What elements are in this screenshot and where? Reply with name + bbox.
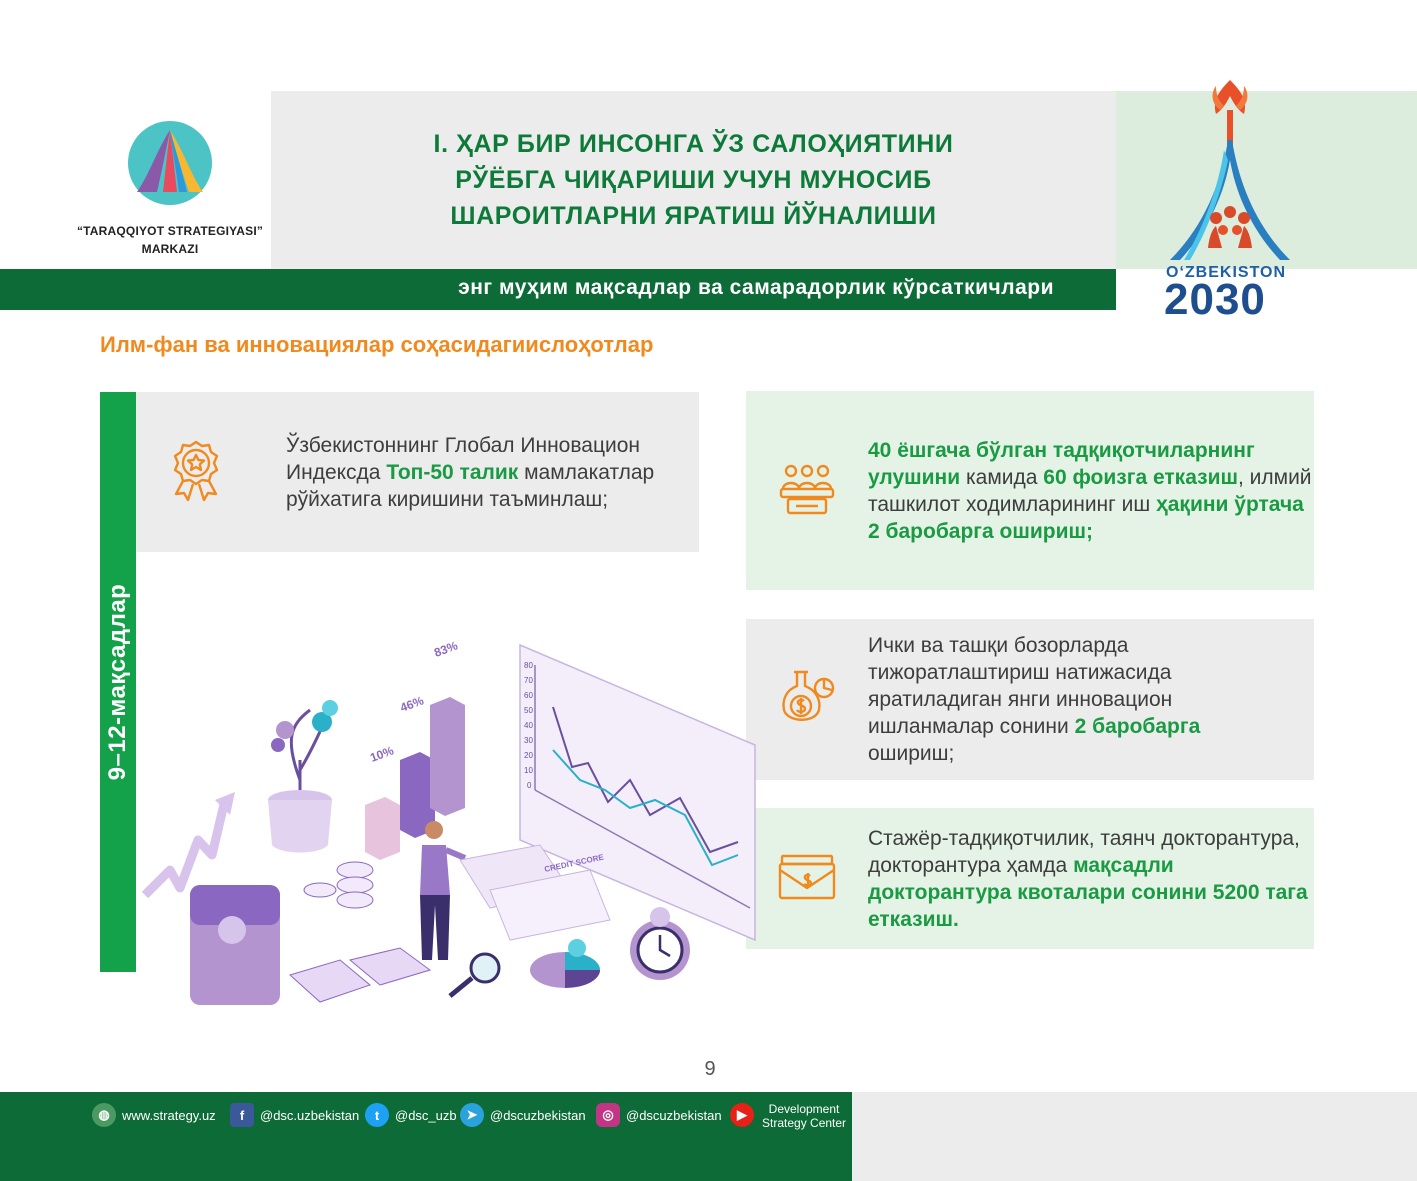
facebook-icon: f [230, 1103, 254, 1127]
footer-telegram[interactable]: ➤ @dscuzbekistan [460, 1103, 586, 1127]
title-panel: I. ҲАР БИР ИНСОНГА ЎЗ САЛОҲИЯТИНИ РЎЁБГА… [271, 91, 1116, 269]
goal-1-highlight: Топ-50 талик [386, 460, 519, 484]
magnifier-icon [448, 952, 501, 998]
goal-card-2: 40 ёшгача бўлган тадқиқотчиларнинг улуши… [746, 391, 1314, 590]
isometric-illustration: 80 70 60 50 40 30 20 10 0 10% 46% 83% [140, 630, 770, 1020]
bar-label-10: 10% [368, 743, 396, 764]
website-text: www.strategy.uz [122, 1107, 216, 1123]
growth-arrow [141, 798, 230, 899]
researchers-icon [778, 461, 836, 521]
goal-2-highlight2: 60 фоизга етказиш [1043, 465, 1238, 489]
businessman [420, 821, 467, 960]
goal-card-3: Ички ва ташқи бозорларда тижоратлаштириш… [746, 619, 1314, 780]
subtitle-bar: энг муҳим мақсадлар ва самарадорлик кўрс… [0, 269, 1116, 310]
strategy-center-logo-icon [128, 121, 212, 205]
pie-chart-icon [530, 939, 600, 988]
org-name-line2: MARKAZI [141, 242, 199, 256]
footer-twitter[interactable]: t @dsc_uzb [365, 1103, 457, 1127]
goals-label: 9–12-мақсадлар [104, 583, 131, 781]
page-title: I. ҲАР БИР ИНСОНГА ЎЗ САЛОҲИЯТИНИ РЎЁБГА… [434, 126, 954, 234]
goal-3-highlight: 2 баробарга [1074, 715, 1201, 738]
money-flask-icon [778, 668, 836, 732]
bar-label-46: 46% [398, 693, 426, 714]
goal-3-text-part1: Ички ва ташқи бозорларда тижоратлаштириш… [868, 634, 1173, 738]
telegram-icon: ➤ [460, 1103, 484, 1127]
goal-card-1: Ўзбекистоннинг Глобал Инновацион Индексд… [136, 392, 699, 552]
goal-3-text: Ички ва ташқи бозорларда тижоратлаштириш… [868, 632, 1288, 767]
calculator [289, 959, 372, 1003]
goal-4-highlight: мақсадли докторантура квоталари сонини 5… [868, 853, 1308, 931]
telegram-text: @dscuzbekistan [490, 1107, 586, 1123]
goal-4-text-part1: Стажёр-тадқиқотчилик, таянч докторантура… [868, 826, 1300, 877]
goal-2-text-part2: , илмий ташкилот ходимларининг иш [868, 465, 1312, 516]
title-line1: I. ҲАР БИР ИНСОНГА ЎЗ САЛОҲИЯТИНИ [433, 130, 954, 158]
goal-4-text: Стажёр-тадқиқотчилик, таянч докторантура… [868, 825, 1314, 933]
footer-right-panel [852, 1092, 1417, 1181]
footer-website[interactable]: ◍ www.strategy.uz [92, 1103, 216, 1127]
y-tick-70: 70 [524, 676, 533, 685]
goals-label-bar: 9–12-мақсадлар [100, 392, 136, 972]
goal-1-text-part2: мамлакатлар рўйхатига киришини таъминлаш… [286, 460, 655, 511]
twitter-icon: t [365, 1103, 389, 1127]
goal-2-text-part1: камида [960, 465, 1044, 489]
y-tick-40: 40 [524, 721, 533, 730]
title-line2: РЎЁБГА ЧИҚАРИШИ УЧУН МУНОСИБ [455, 166, 932, 194]
award-badge-icon [166, 438, 226, 506]
subtitle: энг муҳим мақсадлар ва самарадорлик кўрс… [458, 276, 1054, 299]
youtube-icon: ▶ [730, 1103, 754, 1127]
footer-facebook[interactable]: f @dsc.uzbekistan [230, 1103, 359, 1127]
goal-2-highlight1: 40 ёшгача бўлган тадқиқотчиларнинг улуши… [868, 438, 1255, 489]
instagram-icon: ◎ [596, 1103, 620, 1127]
youtube-line1: Development [768, 1102, 840, 1116]
y-tick-60: 60 [524, 691, 533, 700]
goal-3-text-part2: ошириш; [868, 742, 955, 765]
goal-2-highlight3: ҳақини ўртача 2 баробарга ошириш; [868, 492, 1304, 543]
documents: CREDIT SCORE [459, 844, 611, 941]
bar-label-83: 83% [432, 638, 460, 659]
footer-instagram[interactable]: ◎ @dscuzbekistan [596, 1103, 722, 1127]
bar-columns: 10% 46% 83% [365, 638, 465, 860]
goal-card-4: Стажёр-тадқиқотчилик, таянч докторантура… [746, 808, 1314, 949]
facebook-text: @dsc.uzbekistan [260, 1107, 360, 1123]
twitter-text: @dsc_uzb [395, 1107, 457, 1123]
cash-envelope-icon [778, 852, 836, 906]
youtube-line2: Strategy Center [762, 1116, 847, 1130]
footer-bar [0, 1092, 852, 1181]
logo-year: 2030 [1164, 275, 1266, 324]
youtube-channel-name: Development Strategy Center [762, 1102, 846, 1130]
goal-1-text: Ўзбекистоннинг Глобал Инновацион Индексд… [286, 432, 699, 513]
goal-2-text: 40 ёшгача бўлган тадқиқотчиларнинг улуши… [868, 437, 1313, 545]
org-name-line1: “TARAQQIYOT STRATEGIYASI” [76, 224, 264, 238]
y-tick-20: 20 [524, 751, 533, 760]
section-title: Илм-фан ва инновациялар соҳасидагиислоҳо… [100, 332, 654, 357]
uzbekistan-2030-logo: OʻZBEKISTON 2030 [1150, 70, 1310, 324]
globe-icon: ◍ [92, 1103, 116, 1127]
y-tick-0: 0 [527, 781, 532, 790]
y-tick-50: 50 [524, 706, 533, 715]
goal-1-text-part1: Ўзбекистоннинг Глобал Инновацион Индексд… [286, 433, 640, 484]
org-logo: “TARAQQIYOT STRATEGIYASI” MARKAZI [60, 110, 280, 258]
credit-card [348, 947, 432, 986]
instagram-text: @dscuzbekistan [626, 1107, 722, 1123]
potted-plant [268, 700, 338, 853]
logo-country: OʻZBEKISTON [1166, 264, 1287, 281]
y-tick-80: 80 [524, 661, 533, 670]
title-line3: ШАРОИТЛАРНИ ЯРАТИШ ЙЎНАЛИШИ [450, 202, 937, 230]
y-tick-30: 30 [524, 736, 533, 745]
footer-youtube[interactable]: ▶ [730, 1103, 760, 1127]
monument-icon [1170, 80, 1290, 260]
coins [303, 861, 374, 909]
y-tick-10: 10 [524, 766, 533, 775]
wallet [190, 885, 280, 1005]
page-number: 9 [704, 1058, 716, 1080]
alarm-clock-icon [630, 907, 690, 980]
line-chart-board: 80 70 60 50 40 30 20 10 0 [519, 643, 756, 942]
